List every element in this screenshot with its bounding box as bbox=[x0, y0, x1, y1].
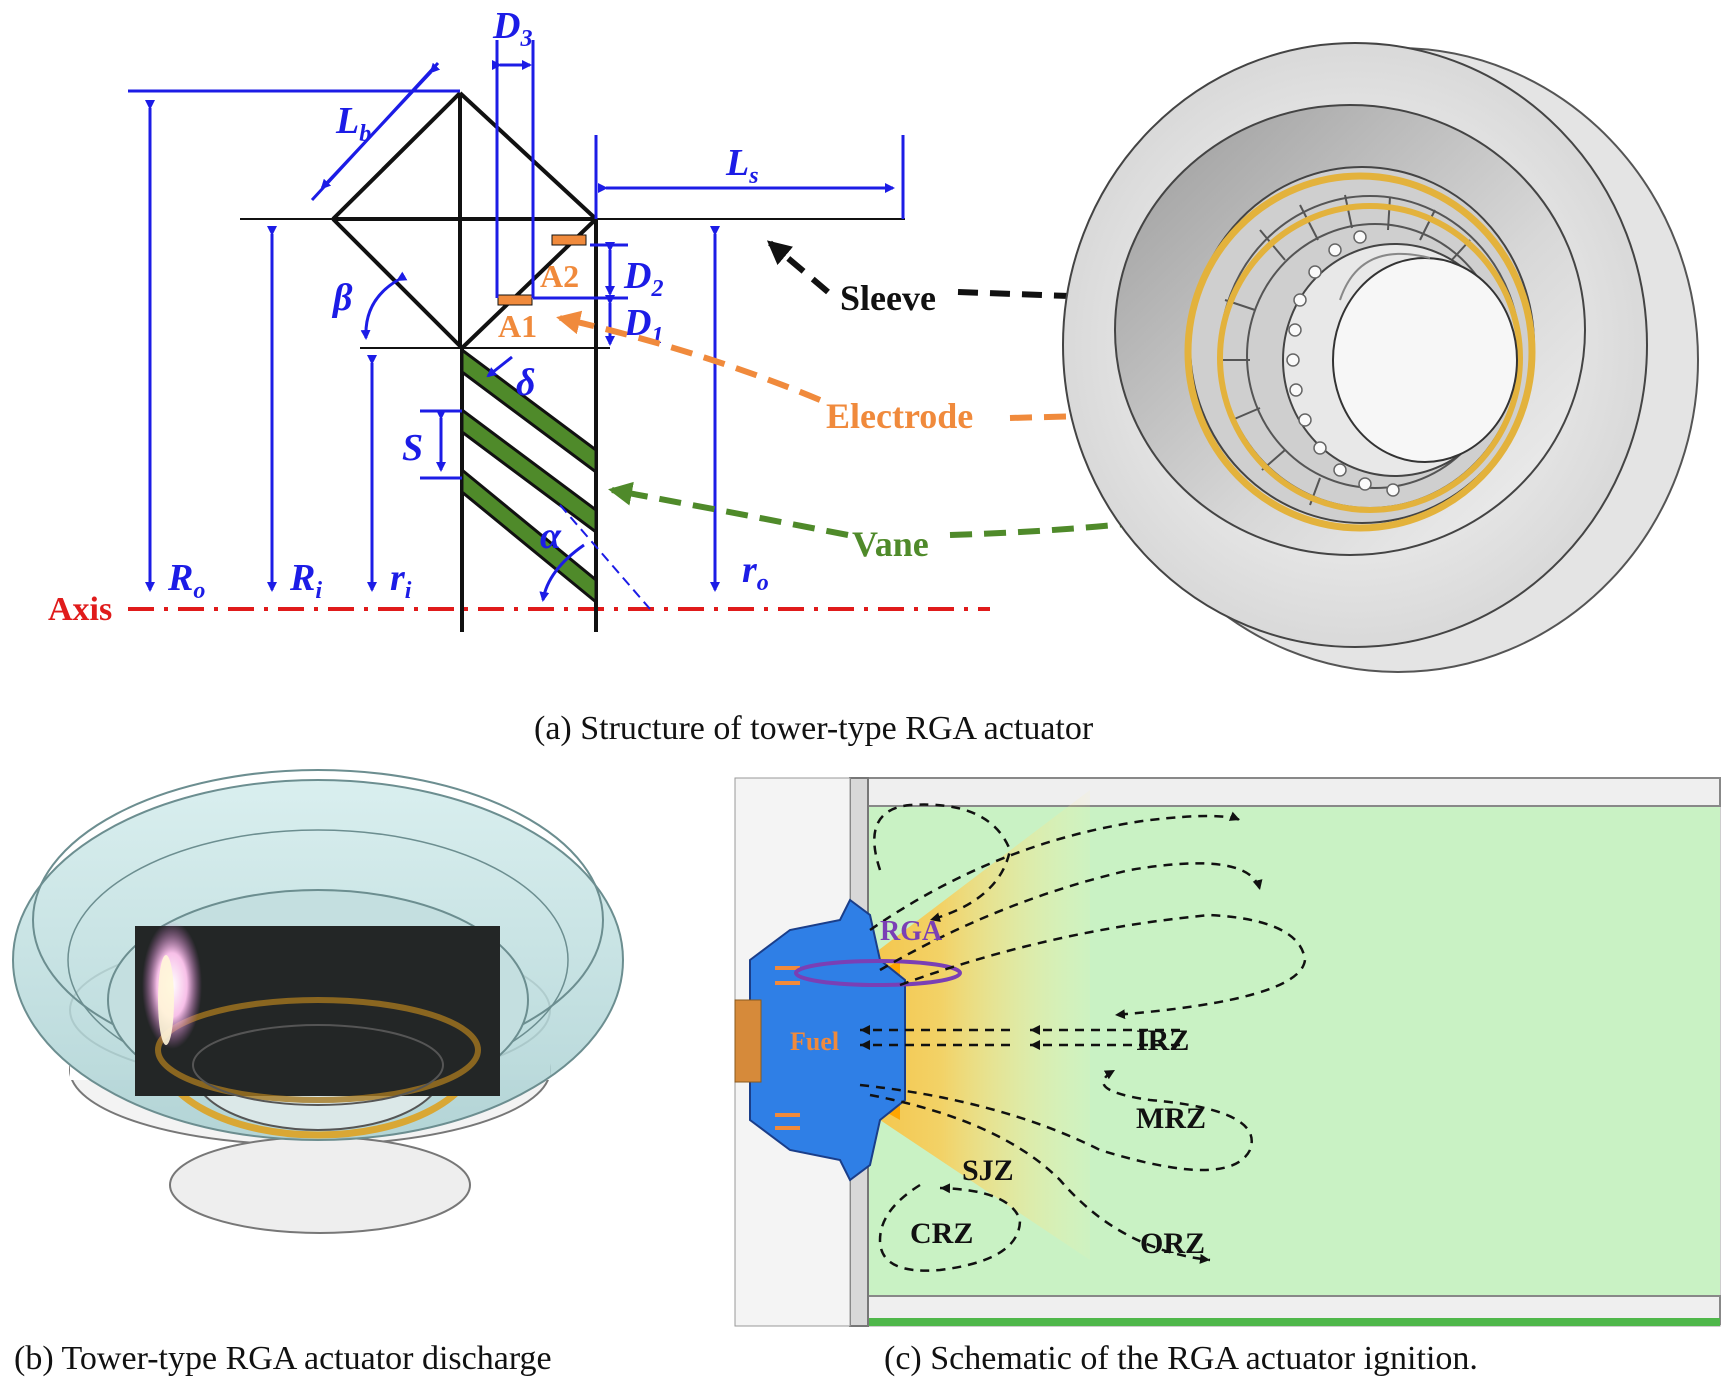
panel-a-3d-render bbox=[1062, 42, 1699, 673]
ls-dimension bbox=[594, 135, 905, 219]
caption-c: (c) Schematic of the RGA actuator igniti… bbox=[884, 1340, 1478, 1377]
label-alpha: α bbox=[540, 515, 562, 557]
label-ro-upper: Ro bbox=[167, 557, 205, 604]
label-mrz: MRZ bbox=[1136, 1102, 1206, 1135]
panel-a-schematic: Axis bbox=[48, 5, 1272, 632]
label-a2: A2 bbox=[540, 258, 579, 294]
reference-lines bbox=[240, 218, 905, 349]
alpha-reference-line bbox=[559, 504, 651, 610]
label-ri-upper: Ri bbox=[289, 557, 322, 604]
d1-d2-dimension bbox=[533, 242, 628, 346]
electrode-ring-outer bbox=[1184, 172, 1536, 532]
vane-arrow-left bbox=[608, 481, 849, 538]
caption-a: (a) Structure of tower-type RGA actuator bbox=[534, 710, 1094, 747]
injection-holes bbox=[1286, 230, 1400, 497]
sleeve-arrow-left bbox=[766, 240, 830, 295]
label-delta: δ bbox=[516, 362, 535, 404]
callout-vane: Vane bbox=[852, 524, 929, 564]
alpha-arc bbox=[539, 543, 585, 602]
label-beta: β bbox=[331, 277, 353, 319]
panel-b-render bbox=[12, 769, 624, 1234]
label-rga: RGA bbox=[880, 916, 943, 947]
recirculation-streamlines bbox=[859, 803, 1307, 1272]
inner-bore bbox=[1332, 257, 1518, 463]
caption-b: (b) Tower-type RGA actuator discharge bbox=[14, 1340, 552, 1377]
label-a1: A1 bbox=[498, 308, 537, 344]
beta-arc bbox=[360, 271, 408, 340]
label-ri-lower: ri bbox=[390, 557, 412, 604]
rga-arc-loop bbox=[794, 959, 962, 987]
label-irz: IRZ bbox=[1136, 1024, 1189, 1057]
label-ls: Ls bbox=[725, 142, 759, 189]
label-fuel: Fuel bbox=[790, 1027, 839, 1056]
label-s: S bbox=[402, 427, 423, 469]
electrode-a1-mark bbox=[497, 294, 533, 306]
label-lb: Lb bbox=[335, 100, 371, 147]
electrode-a2-mark bbox=[551, 234, 587, 246]
label-d3: D3 bbox=[492, 5, 532, 52]
axis-label: Axis bbox=[48, 591, 112, 628]
label-crz: CRZ bbox=[910, 1217, 973, 1250]
electrode-ring-inner bbox=[1217, 203, 1523, 513]
vane-strips bbox=[460, 347, 598, 606]
label-orz: ORZ bbox=[1140, 1227, 1205, 1260]
panel-c-schematic: RGA Fuel IRZ MRZ SJZ CRZ ORZ bbox=[734, 777, 1721, 1327]
radius-dimensions bbox=[128, 89, 720, 592]
callout-electrode: Electrode bbox=[826, 396, 973, 436]
label-d2: D2 bbox=[623, 255, 663, 302]
callout-sleeve: Sleeve bbox=[840, 278, 936, 318]
d3-dimension bbox=[492, 40, 535, 298]
label-sjz: SJZ bbox=[962, 1154, 1014, 1187]
label-ro-lower: ro bbox=[742, 549, 769, 596]
electrode-arrow-left bbox=[556, 310, 822, 403]
